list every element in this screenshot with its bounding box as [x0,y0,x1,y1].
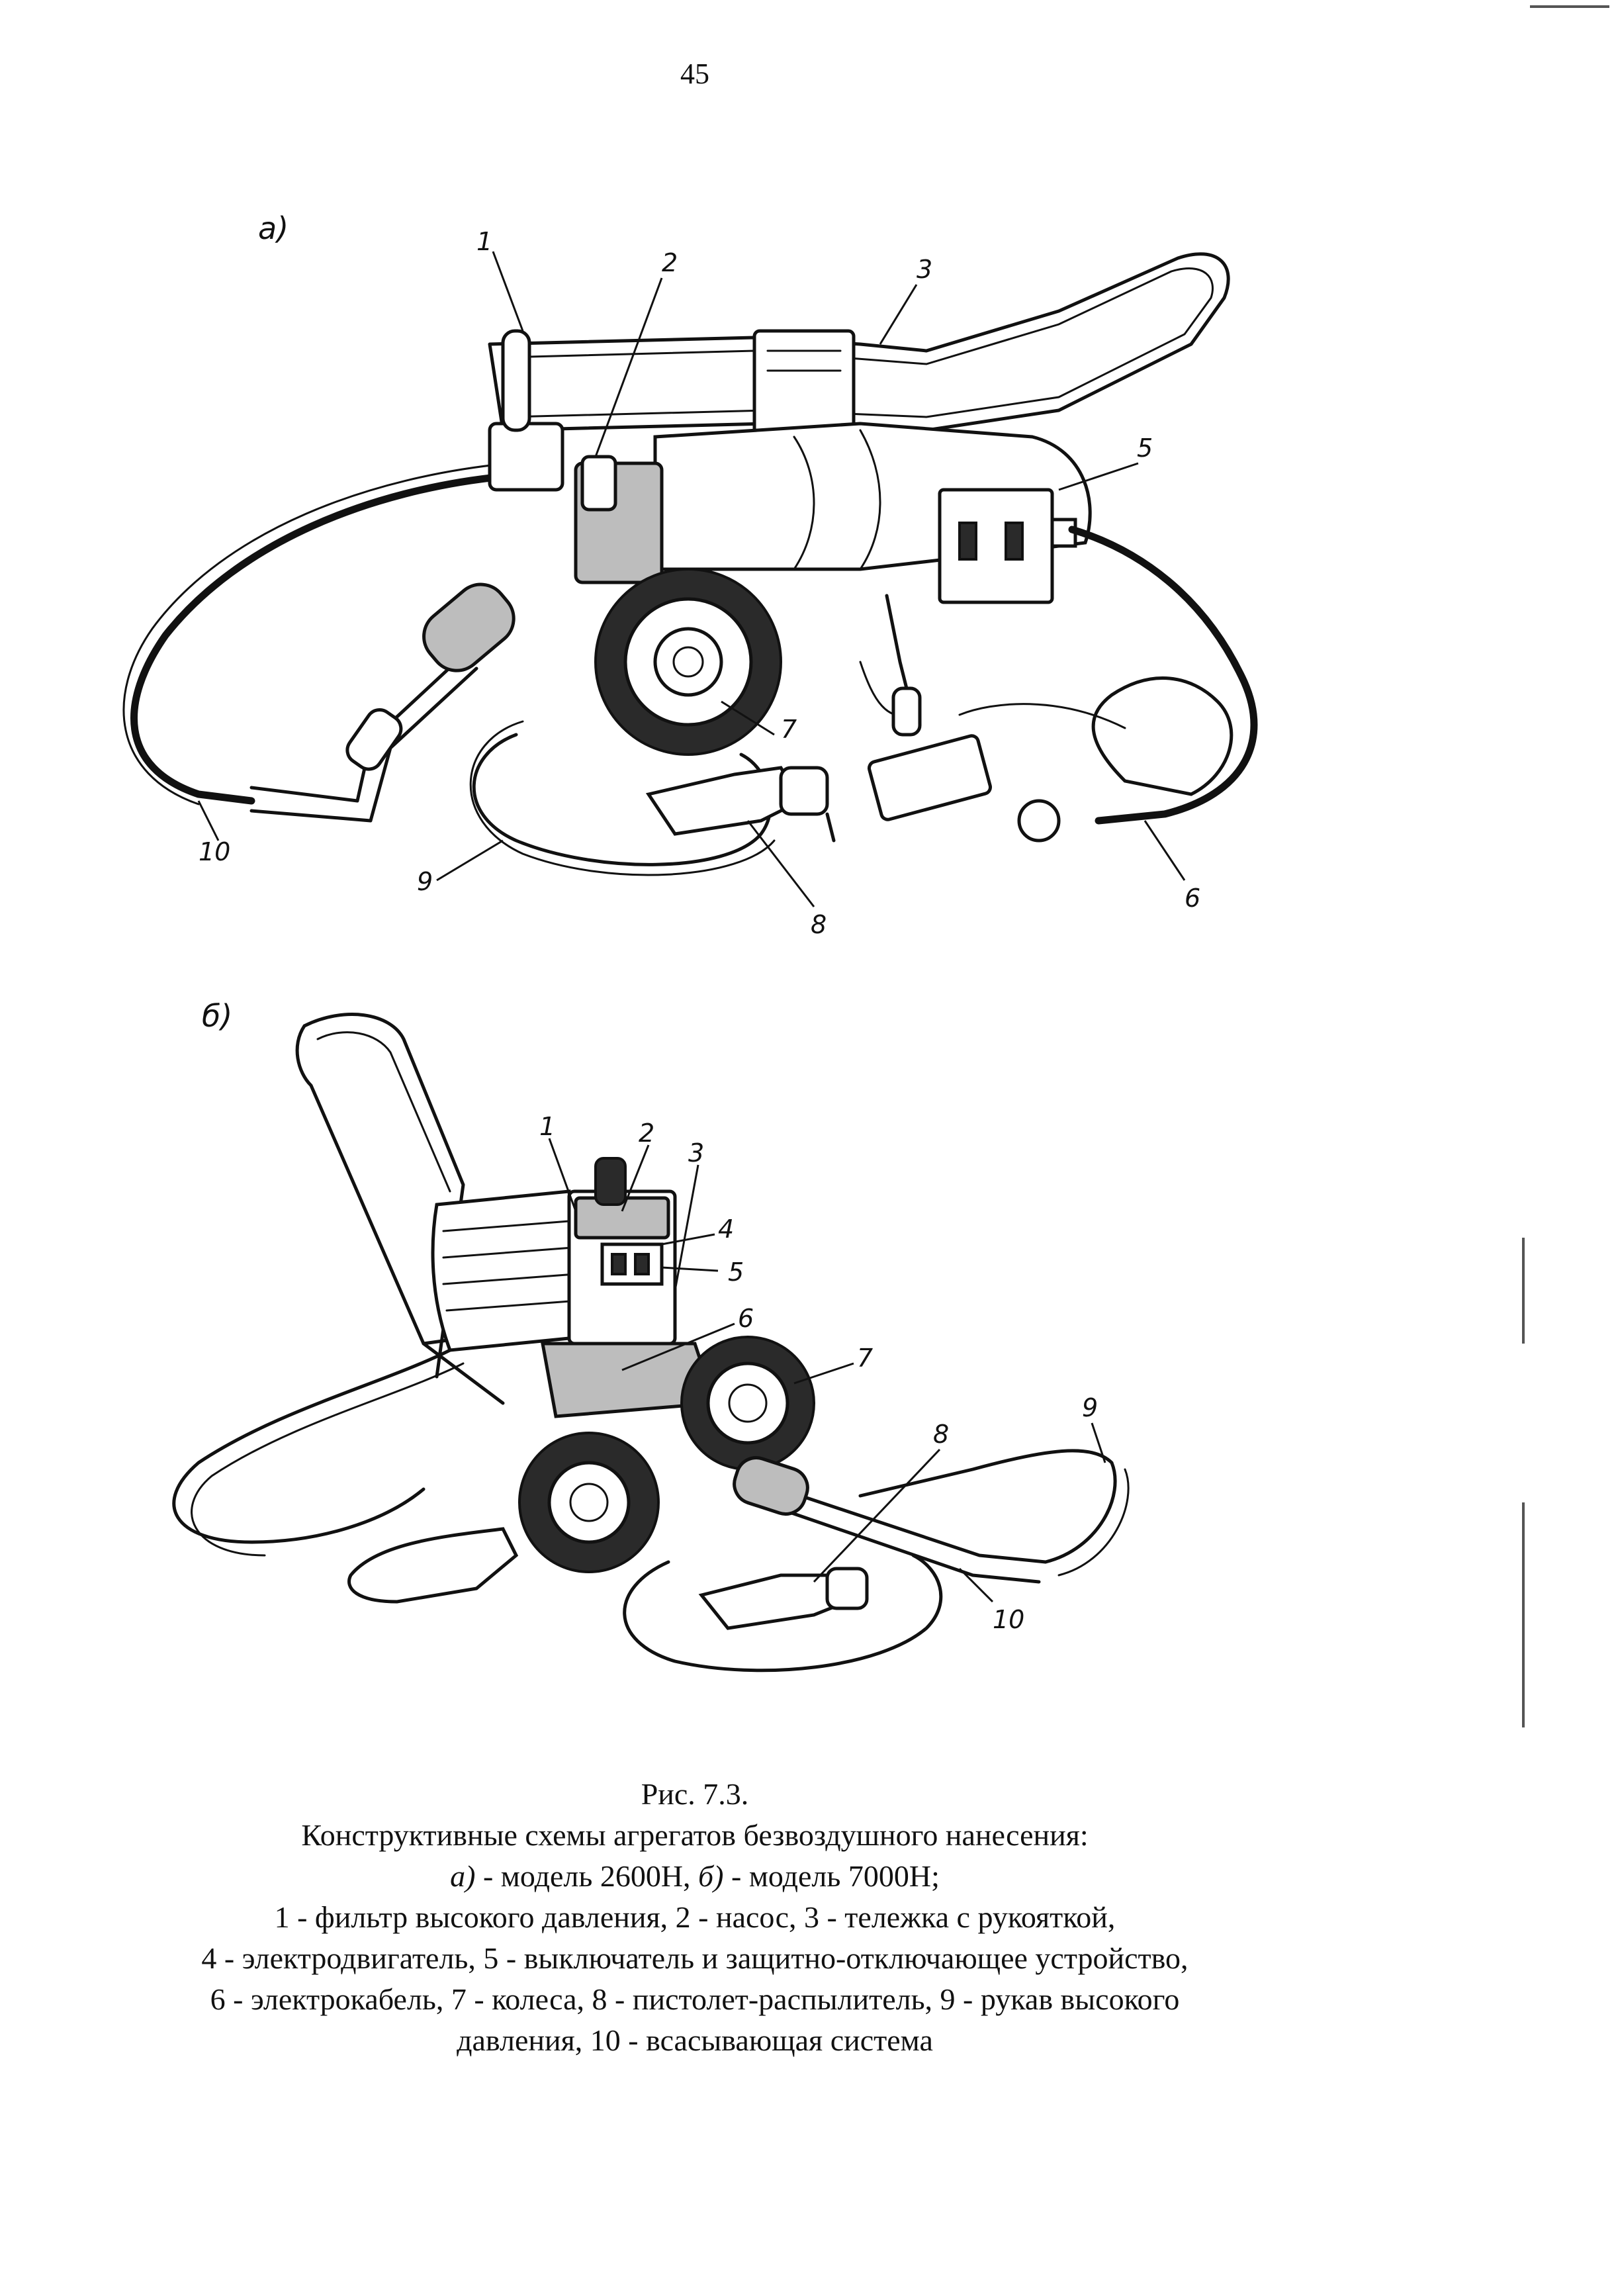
scan-edge-mark [1522,1502,1525,1727]
figure-a-drawing: 1 2 3 5 7 10 9 8 6 [122,227,1258,939]
figure-a-callout-2: 2 [662,248,678,277]
figure-a-callout-5: 5 [1137,434,1153,463]
figure-caption: Рис. 7.3. Конструктивные схемы агрегатов… [40,1774,1350,2061]
figure-b-callout-3: 3 [688,1138,704,1168]
caption-model-b-text: - модель 7000Н; [723,1859,940,1893]
figure-b-callout-1: 1 [539,1112,555,1141]
figure-b-callout-7: 7 [857,1344,873,1373]
page-number: 45 [680,58,709,90]
figure-b-callout-4: 4 [718,1215,734,1244]
figure-a-callout-3: 3 [917,255,932,284]
caption-subtitle: Конструктивные схемы агрегатов безвоздуш… [301,1818,1089,1852]
figure-a-callout-7: 7 [781,715,797,744]
figure-a-callout-6: 6 [1185,884,1200,913]
figure-a-label: а) [258,210,289,246]
caption-title: Рис. 7.3. [641,1777,749,1811]
caption-legend-line: 1 - фильтр высокого давления, 2 - насос,… [274,1900,1116,1934]
figure-b-drawing: 1 2 3 4 5 6 7 8 9 10 [172,1013,1130,1673]
figure-a-callout-1: 1 [476,227,492,256]
caption-model-b-label: б) [698,1859,724,1893]
figure-a-callout-10: 10 [199,837,230,866]
caption-model-a-label: а) [450,1859,476,1893]
caption-models-line: а) - модель 2600Н, б) - модель 7000Н; [40,1856,1350,1897]
scan-edge-mark [1522,1238,1525,1344]
figure-a-callout-8: 8 [811,910,827,939]
figure-b-callout-9: 9 [1082,1393,1098,1422]
caption-model-a-text: - модель 2600Н, [475,1859,699,1893]
figure-b-callout-8: 8 [933,1420,949,1449]
figure-b-callout-6: 6 [738,1304,754,1333]
figure-b-callout-2: 2 [639,1119,654,1148]
caption-legend-line: давления, 10 - всасывающая система [457,2023,933,2057]
figure-b-label: б) [202,998,233,1034]
caption-legend-line: 4 - электродвигатель, 5 - выключатель и … [201,1941,1188,1975]
figure-b-callout-10: 10 [993,1605,1024,1634]
figure-a-callout-9: 9 [417,867,433,896]
figure-b-callout-5: 5 [728,1258,744,1287]
scan-edge-mark [1530,5,1609,8]
caption-legend-line: 6 - электрокабель, 7 - колеса, 8 - писто… [210,1982,1180,2016]
